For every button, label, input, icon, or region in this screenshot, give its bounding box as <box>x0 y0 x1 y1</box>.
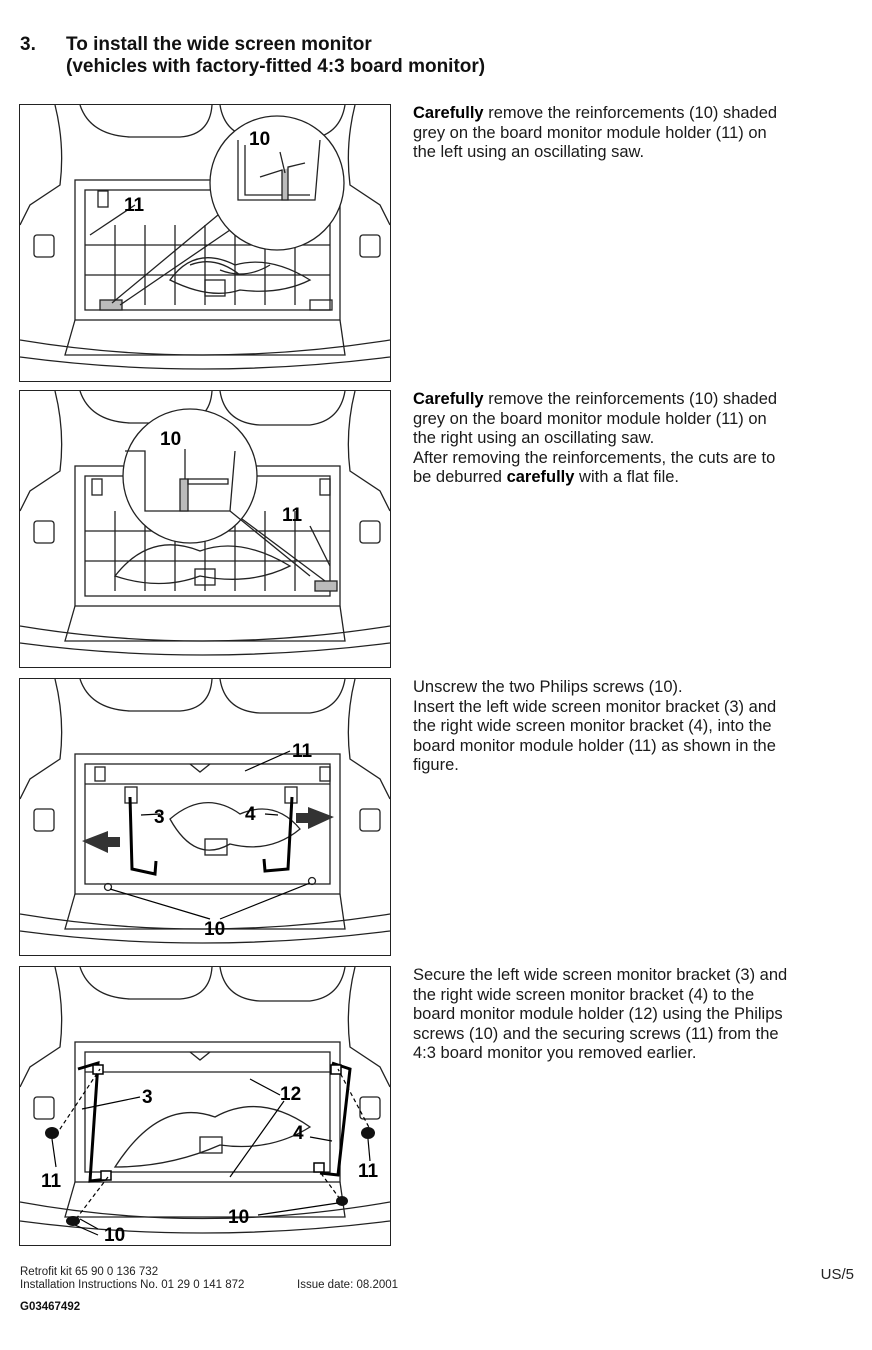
figure-4-secure-brackets: 3 12 4 11 11 10 10 <box>19 966 391 1246</box>
document-id: G03467492 <box>20 1301 81 1313</box>
figure-3-callout-4: 4 <box>245 804 256 825</box>
section-title-line-2: (vehicles with factory-fitted 4:3 board … <box>66 56 486 77</box>
step-1-line-2: grey on the board monitor module holder … <box>413 123 767 142</box>
step-1-description: Carefully remove the reinforcements (10)… <box>413 104 853 163</box>
figure-2-right-reinforcement: 10 11 <box>19 390 391 668</box>
figure-2-drawing: 10 11 <box>20 391 390 656</box>
section-title-line-1: To install the wide screen monitor <box>66 34 372 55</box>
step-4-line-1: Secure the left wide screen monitor brac… <box>413 966 788 984</box>
step-3-line-1: Unscrew the two Philips screws (10). <box>413 678 683 696</box>
section-title: To install the wide screen monitor (vehi… <box>66 34 485 78</box>
step-1-line-3: the left using an oscillating saw. <box>413 143 645 162</box>
figure-4-callout-10-right: 10 <box>228 1207 249 1228</box>
step-3-description: Unscrew the two Philips screws (10). Ins… <box>413 678 853 776</box>
step-4-line-5: 4:3 board monitor you removed earlier. <box>413 1044 697 1063</box>
step-2-description: Carefully remove the reinforcements (10)… <box>413 390 853 488</box>
figure-4-drawing: 3 12 4 11 11 10 10 <box>20 967 390 1245</box>
figure-4-callout-11-left: 11 <box>41 1171 62 1192</box>
step-3-line-3: the right wide screen monitor bracket (4… <box>413 717 772 736</box>
footer-issue-date: Issue date: 08.2001 <box>297 1279 399 1291</box>
figure-3-callout-10: 10 <box>204 919 225 940</box>
figure-4-callout-12: 12 <box>280 1084 301 1105</box>
step-2-line-4: After removing the reinforcements, the c… <box>413 448 776 467</box>
step-3-line-4: board monitor module holder (11) as show… <box>413 736 776 755</box>
step-4-line-4: screws (10) and the securing screws (11)… <box>413 1024 779 1043</box>
figure-4-callout-3: 3 <box>142 1087 153 1108</box>
step-4-line-2: the right wide screen monitor bracket (4… <box>413 985 755 1004</box>
figure-1-callout-11: 11 <box>124 195 145 216</box>
step-3-line-2: Insert the left wide screen monitor brac… <box>413 697 777 716</box>
step-4-description: Secure the left wide screen monitor brac… <box>413 966 853 1064</box>
figure-4-callout-4: 4 <box>293 1123 304 1144</box>
figure-3-callout-3: 3 <box>154 807 165 828</box>
figure-1-drawing: 10 11 <box>20 105 390 370</box>
figure-3-callout-11: 11 <box>292 741 313 762</box>
figure-1-left-reinforcement: 10 11 <box>19 104 391 382</box>
figure-3-drawing: 11 3 4 10 <box>20 679 390 944</box>
section-number: 3. <box>20 34 36 55</box>
figure-1-callout-10: 10 <box>249 129 270 150</box>
footer-retrofit-kit: Retrofit kit 65 90 0 136 732 <box>20 1266 159 1278</box>
step-2-line-2: grey on the board monitor module holder … <box>413 409 767 428</box>
figure-4-callout-10-left: 10 <box>104 1225 125 1245</box>
figure-4-callout-11-right: 11 <box>358 1161 379 1182</box>
page-number: US/5 <box>820 1266 854 1283</box>
figure-2-callout-10: 10 <box>160 429 181 450</box>
page-footer: Retrofit kit 65 90 0 136 732 Installatio… <box>20 1266 398 1292</box>
step-2-line-1: Carefully remove the reinforcements (10)… <box>413 390 778 408</box>
step-2-line-5: be deburred carefully with a flat file. <box>413 468 679 487</box>
footer-instructions-number: Installation Instructions No. 01 29 0 14… <box>20 1279 245 1291</box>
figure-3-insert-brackets: 11 3 4 10 <box>19 678 391 956</box>
step-1-line-1: Carefully remove the reinforcements (10)… <box>413 104 778 122</box>
step-4-line-3: board monitor module holder (12) using t… <box>413 1005 783 1024</box>
figure-2-callout-11: 11 <box>282 505 303 526</box>
step-2-line-3: the right using an oscillating saw. <box>413 429 655 448</box>
step-3-line-5: figure. <box>413 756 459 775</box>
